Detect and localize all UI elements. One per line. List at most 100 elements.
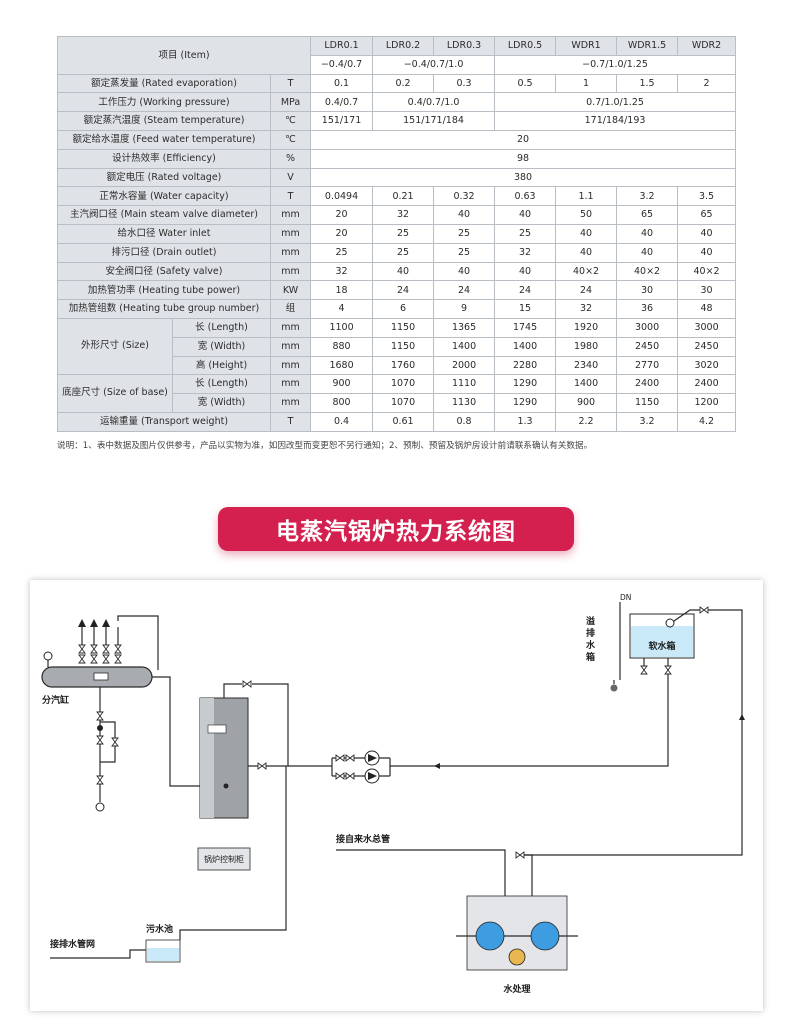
control-cabinet-label: 锅炉控制柜 <box>204 854 244 864</box>
value-cell: 40 <box>555 223 618 244</box>
steam-manifold: 分汽缸 <box>41 615 159 812</box>
value-cell: 30 <box>616 280 679 301</box>
value-cell: 1400 <box>555 374 618 395</box>
row-label: 长 (Length) <box>172 317 271 338</box>
value-cell: 40 <box>433 205 496 225</box>
model-header: WDR1.5 <box>616 36 679 56</box>
electric-boiler <box>199 680 289 910</box>
row-label: 宽 (Width) <box>172 336 271 357</box>
pressure-range: −0.4/0.7/1.0 <box>372 54 496 75</box>
row-label: 宽 (Width) <box>172 393 271 413</box>
value-cell: 4 <box>310 299 374 319</box>
value-cell: 1200 <box>677 393 737 413</box>
value-cell: 20 <box>310 205 374 225</box>
value-cell: 0.61 <box>372 411 435 432</box>
value-cell: 9 <box>433 299 496 319</box>
value-cell: 2 <box>677 73 737 94</box>
value-cell: 0.1 <box>310 73 374 94</box>
value-cell: 40 <box>677 242 737 263</box>
svg-text:排: 排 <box>586 627 595 639</box>
value-cell: 900 <box>555 393 618 413</box>
value-cell: 40 <box>494 261 557 282</box>
value-cell: 2450 <box>677 336 737 357</box>
value-cell: 0.0494 <box>310 186 374 207</box>
model-header: LDR0.5 <box>494 36 557 56</box>
model-header: WDR1 <box>555 36 618 56</box>
unit-cell: mm <box>269 317 312 338</box>
value-cell: 40 <box>616 242 679 263</box>
svg-text:水: 水 <box>586 639 596 651</box>
value-cell: 32 <box>555 299 618 319</box>
row-label: 额定蒸发量 (Rated evaporation) <box>57 73 271 94</box>
value-cell: 24 <box>494 280 557 301</box>
value-cell: 171/184/193 <box>494 111 737 131</box>
value-cell: 98 <box>310 148 737 169</box>
value-cell: 1070 <box>372 393 435 413</box>
group-label: 外形尺寸 (Size) <box>57 317 173 376</box>
dn-label: DN <box>620 593 631 602</box>
value-cell: 40 <box>494 205 557 225</box>
soft-water-tank: DN 软水箱 <box>524 593 745 856</box>
unit-cell: T <box>269 411 312 432</box>
feed-pump-group <box>288 720 669 784</box>
unit-cell: mm <box>269 242 312 263</box>
unit-cell: mm <box>269 355 312 376</box>
value-cell: 1290 <box>494 393 557 413</box>
unit-cell: ℃ <box>269 129 312 150</box>
svg-text:溢: 溢 <box>586 615 595 627</box>
table-note: 说明：1、表中数据及图片仅供参考，产品以实物为准，如因改型而变更恕不另行通知；2… <box>57 441 593 451</box>
pressure-range: −0.4/0.7 <box>310 54 374 75</box>
value-cell: 25 <box>372 242 435 263</box>
value-cell: 380 <box>310 167 737 188</box>
model-header: WDR2 <box>677 36 737 56</box>
row-label: 主汽阀口径 (Main steam valve diameter) <box>57 205 271 225</box>
value-cell: 18 <box>310 280 374 301</box>
row-label: 正常水容量 (Water capacity) <box>57 186 271 207</box>
value-cell: 1980 <box>555 336 618 357</box>
unit-cell: KW <box>269 280 312 301</box>
value-cell: 0.4 <box>310 411 374 432</box>
row-label: 额定电压 (Rated voltage) <box>57 167 271 188</box>
value-cell: 36 <box>616 299 679 319</box>
value-cell: 900 <box>310 374 374 395</box>
value-cell: 40×2 <box>555 261 618 282</box>
unit-cell: T <box>269 73 312 94</box>
value-cell: 1400 <box>433 336 496 357</box>
pressure-range: −0.7/1.0/1.25 <box>494 54 737 75</box>
value-cell: 25 <box>433 223 496 244</box>
unit-cell: MPa <box>269 92 312 113</box>
system-diagram-frame: 分汽缸 锅炉控制柜 DN <box>30 580 763 1011</box>
value-cell: 25 <box>310 242 374 263</box>
unit-cell: mm <box>269 205 312 225</box>
value-cell: 24 <box>555 280 618 301</box>
value-cell: 24 <box>372 280 435 301</box>
value-cell: 2450 <box>616 336 679 357</box>
value-cell: 65 <box>677 205 737 225</box>
value-cell: 1150 <box>616 393 679 413</box>
value-cell: 25 <box>433 242 496 263</box>
value-cell: 151/171 <box>310 111 374 131</box>
model-header: LDR0.3 <box>433 36 496 56</box>
row-label: 加热管功率 (Heating tube power) <box>57 280 271 301</box>
soft-tank-label: 软水箱 <box>648 640 675 652</box>
value-cell: 40 <box>433 261 496 282</box>
value-cell: 32 <box>372 205 435 225</box>
value-cell: 1.5 <box>616 73 679 94</box>
value-cell: 0.8 <box>433 411 496 432</box>
value-cell: 0.4/0.7 <box>310 92 374 113</box>
value-cell: 40 <box>555 242 618 263</box>
value-cell: 40×2 <box>677 261 737 282</box>
value-cell: 20 <box>310 129 737 150</box>
value-cell: 0.2 <box>372 73 435 94</box>
value-cell: 1365 <box>433 317 496 338</box>
value-cell: 800 <box>310 393 374 413</box>
boiler-system-diagram: 分汽缸 锅炉控制柜 DN <box>41 593 745 995</box>
value-cell: 0.63 <box>494 186 557 207</box>
water-treatment-label: 水处理 <box>503 983 530 995</box>
